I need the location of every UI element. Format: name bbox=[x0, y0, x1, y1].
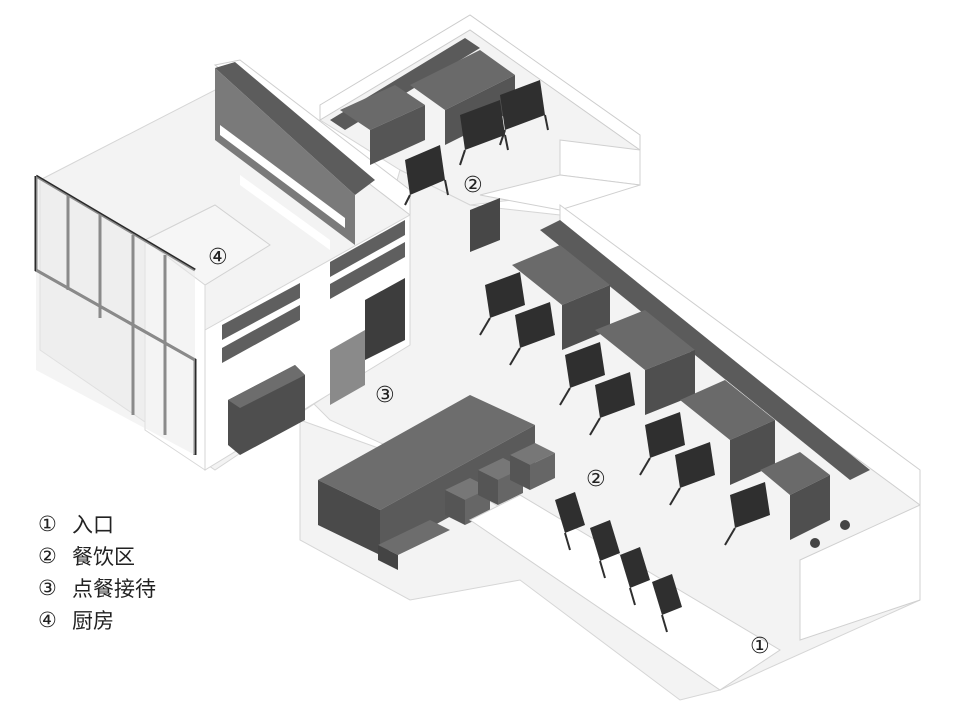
legend-number: ② bbox=[38, 544, 57, 568]
top-dining-room bbox=[319, 14, 641, 252]
marker-dining-main: ② bbox=[586, 467, 606, 492]
legend-item-kitchen: ④ 厨房 bbox=[38, 604, 156, 636]
kitchen-block bbox=[34, 59, 411, 471]
legend-number: ③ bbox=[38, 576, 57, 600]
legend-label: 点餐接待 bbox=[72, 577, 156, 601]
marker-entrance: ① bbox=[750, 634, 770, 659]
legend-number: ① bbox=[38, 512, 57, 536]
legend-label: 入口 bbox=[72, 513, 114, 537]
front-bar bbox=[469, 492, 781, 691]
marker-kitchen: ④ bbox=[208, 245, 228, 270]
legend-label: 餐饮区 bbox=[72, 545, 135, 569]
marker-dining-top: ② bbox=[463, 173, 483, 198]
marker-counter: ③ bbox=[375, 383, 395, 408]
legend-label: 厨房 bbox=[72, 609, 114, 633]
order-counter bbox=[318, 395, 555, 570]
legend-item-dining: ② 餐饮区 bbox=[38, 540, 156, 572]
legend-number: ④ bbox=[38, 608, 57, 632]
corridor-dining bbox=[479, 204, 921, 641]
legend-item-entrance: ① 入口 bbox=[38, 508, 156, 540]
area-markers: ④ ② ③ ② ① bbox=[208, 173, 770, 659]
legend-item-counter: ③ 点餐接待 bbox=[38, 572, 156, 604]
legend: ① 入口 ② 餐饮区 ③ 点餐接待 ④ 厨房 bbox=[38, 508, 156, 636]
